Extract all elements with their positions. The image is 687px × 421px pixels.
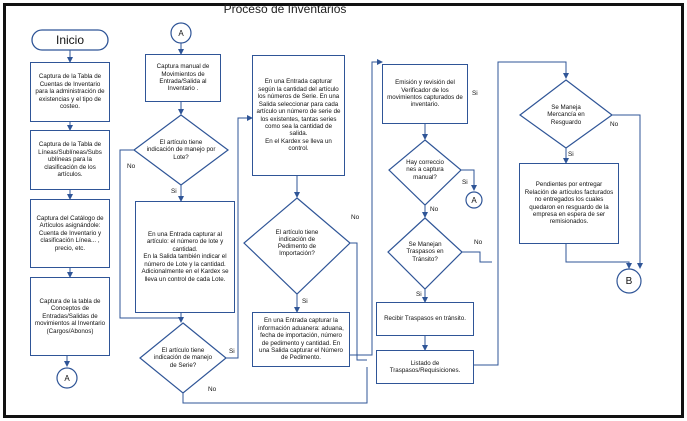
step-catalogo-articulos: Captura del Catálogo de Artículos asigná… <box>30 199 110 268</box>
decision-transfer-label: Se Manejan Traspasos en Tránsito? <box>406 241 444 263</box>
connector-a-right <box>465 191 483 209</box>
step-recibir-traspasos: Recibir Traspasos en tránsito. <box>376 302 474 336</box>
connector-b <box>616 268 642 294</box>
step-serie: En una Entrada capturar según la cantida… <box>252 55 345 176</box>
connector-a-top-label: A <box>178 28 184 38</box>
diagram-border <box>3 3 684 418</box>
answer-correct-no: No <box>430 206 439 213</box>
step-conceptos: Captura de la tabla de Conceptos de Entr… <box>30 277 110 356</box>
answer-serie-si: Si <box>229 348 235 355</box>
step-lineas: Captura de la Tabla de Líneas/Sublíneas/… <box>30 130 110 190</box>
start-label: Inicio <box>55 33 84 47</box>
connector-b-label: B <box>625 275 633 287</box>
decision-serie-label: El artículo tiene indicación de manejo d… <box>153 347 213 369</box>
answer-transfer-no: No <box>474 239 483 246</box>
answer-correct-si: Si <box>462 179 468 186</box>
answer-verificador-si: Si <box>472 90 478 97</box>
answer-lote-si: Si <box>171 188 177 195</box>
answer-lote-no: No <box>127 163 136 170</box>
step-pendientes: Pendientes por entregar Relación de artí… <box>519 163 619 244</box>
step-listado-traspasos: Listado de Traspasos/Requisiciones. <box>376 350 474 384</box>
answer-transfer-si: Si <box>416 291 422 298</box>
step-cuentas-inventario: Captura de la Tabla de Cuentas de Invent… <box>30 62 110 122</box>
answer-resguardo-no: No <box>610 121 619 128</box>
step-captura-manual: Captura manual de Movimientos de Entrada… <box>145 54 221 102</box>
decision-resguardo-label: Se Maneja Mercancía en Resguardo <box>547 104 585 126</box>
decision-lote-label: El artículo tiene indicación de manejo p… <box>146 139 216 161</box>
step-verificador: Emisión y revisión del Verificador de lo… <box>382 64 468 124</box>
connector-a-bottom-label: A <box>64 373 70 383</box>
answer-pedimento-no: No <box>351 214 360 221</box>
answer-pedimento-si: Si <box>302 298 308 305</box>
decision-pedimento-label: El artículo tiene indicación de Pediment… <box>275 228 319 258</box>
diagram-title: Proceso de Inventarios <box>223 2 347 16</box>
connector-a-right-label: A <box>471 195 477 205</box>
step-pedimento: En una Entrada capturar la información a… <box>252 312 350 367</box>
answer-resguardo-si: Si <box>568 151 574 158</box>
decision-correct-label: Hay correccio nes a captura manual? <box>406 159 444 181</box>
step-lote: En una Entrada capturar al artículo: el … <box>135 201 235 313</box>
answer-serie-no: No <box>208 386 217 393</box>
connector-a-bottom <box>56 367 78 389</box>
